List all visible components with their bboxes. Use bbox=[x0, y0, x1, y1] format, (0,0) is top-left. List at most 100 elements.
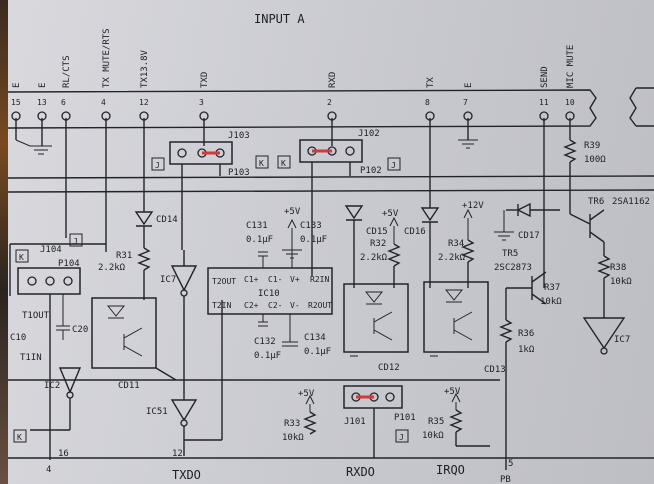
pin-number: 15 bbox=[11, 98, 21, 107]
svg-text:0.1μF: 0.1μF bbox=[254, 351, 281, 361]
svg-text:100Ω: 100Ω bbox=[584, 155, 606, 165]
resistor-r39 bbox=[563, 139, 577, 163]
svg-text:K: K bbox=[259, 159, 264, 168]
signal-label: TX MUTE/RTS bbox=[102, 28, 112, 88]
diode-cd17 bbox=[516, 202, 531, 218]
pin-number: 13 bbox=[37, 98, 47, 107]
svg-text:K: K bbox=[281, 159, 286, 168]
svg-text:T2IN: T2IN bbox=[212, 301, 231, 310]
svg-text:0.1μF: 0.1μF bbox=[300, 235, 327, 245]
buffer-ic51 bbox=[170, 399, 198, 422]
pin-number: 11 bbox=[539, 98, 549, 107]
svg-text:C2+: C2+ bbox=[244, 301, 259, 310]
svg-text:R37: R37 bbox=[544, 283, 560, 293]
svg-text:CD13: CD13 bbox=[484, 365, 506, 375]
svg-text:+12V: +12V bbox=[462, 201, 484, 211]
resistor-r31 bbox=[137, 247, 151, 271]
svg-text:CD12: CD12 bbox=[378, 363, 400, 373]
svg-text:R33: R33 bbox=[284, 419, 300, 429]
svg-text:12: 12 bbox=[172, 449, 183, 459]
ic-ic10 bbox=[207, 267, 333, 315]
pin-number: 2 bbox=[327, 98, 332, 107]
label-j102: J102 bbox=[358, 129, 380, 139]
rail-2 bbox=[7, 189, 654, 193]
svg-text:K: K bbox=[17, 433, 22, 442]
svg-text:10kΩ: 10kΩ bbox=[422, 431, 444, 441]
svg-text:V-: V- bbox=[290, 301, 300, 310]
svg-text:C132: C132 bbox=[254, 337, 276, 347]
signal-label: TX bbox=[426, 77, 436, 88]
svg-text:C10: C10 bbox=[10, 333, 26, 343]
svg-text:C1-: C1- bbox=[268, 275, 282, 284]
svg-text:CD15: CD15 bbox=[366, 227, 388, 237]
optocoupler-cd12 bbox=[343, 283, 409, 353]
label-rxdo: RXDO bbox=[346, 465, 375, 479]
svg-text:4: 4 bbox=[46, 465, 51, 475]
svg-text:TR5: TR5 bbox=[502, 249, 518, 259]
svg-text:C133: C133 bbox=[300, 221, 322, 231]
diode-cd14 bbox=[134, 211, 154, 227]
svg-text:10kΩ: 10kΩ bbox=[610, 277, 632, 287]
pin-number: 10 bbox=[565, 98, 575, 107]
jumper-j102 bbox=[299, 139, 363, 163]
svg-text:R32: R32 bbox=[370, 239, 386, 249]
svg-text:2.2kΩ: 2.2kΩ bbox=[438, 253, 466, 263]
svg-text:R2IN: R2IN bbox=[310, 275, 329, 284]
svg-text:0.1μF: 0.1μF bbox=[304, 347, 331, 357]
signal-label: RXD bbox=[328, 72, 338, 88]
jumper-j103 bbox=[169, 141, 233, 165]
svg-text:IC7: IC7 bbox=[160, 275, 176, 285]
svg-text:2SC2873: 2SC2873 bbox=[494, 263, 532, 273]
schematic-title: INPUT A bbox=[254, 12, 305, 26]
pin-number: 4 bbox=[101, 98, 106, 107]
signal-label: RL/CTS bbox=[62, 55, 72, 88]
label-txdo: TXDO bbox=[172, 468, 201, 482]
jumper-j101 bbox=[343, 385, 403, 409]
label-j103: J103 bbox=[228, 131, 250, 141]
svg-text:K: K bbox=[19, 253, 24, 262]
signal-label: TX13.8V bbox=[140, 49, 150, 88]
board-edge bbox=[0, 0, 8, 484]
svg-text:J: J bbox=[73, 237, 78, 246]
svg-text:CD14: CD14 bbox=[156, 215, 178, 225]
svg-text:TR6: TR6 bbox=[588, 197, 604, 207]
svg-text:2SA1162: 2SA1162 bbox=[612, 197, 650, 207]
svg-text:R31: R31 bbox=[116, 251, 132, 261]
pin-number: 6 bbox=[61, 98, 66, 107]
pin-number: 12 bbox=[139, 98, 149, 107]
svg-text:10kΩ: 10kΩ bbox=[540, 297, 562, 307]
svg-text:R2OUT: R2OUT bbox=[308, 301, 332, 310]
signal-label: TXD bbox=[200, 72, 210, 88]
svg-text:R35: R35 bbox=[428, 417, 444, 427]
optocoupler-cd13 bbox=[423, 281, 489, 353]
svg-text:CD16: CD16 bbox=[404, 227, 426, 237]
label-p101: P101 bbox=[394, 413, 416, 423]
signal-label: SEND bbox=[540, 66, 550, 88]
svg-text:1kΩ: 1kΩ bbox=[518, 345, 535, 355]
svg-text:R39: R39 bbox=[584, 141, 600, 151]
svg-text:C134: C134 bbox=[304, 333, 326, 343]
resistor-r34 bbox=[461, 239, 475, 263]
svg-text:2.2kΩ: 2.2kΩ bbox=[360, 253, 388, 263]
pin-number: 3 bbox=[199, 98, 204, 107]
label-j101: J101 bbox=[344, 417, 366, 427]
resistor-r36 bbox=[499, 319, 513, 343]
diode-cd16 bbox=[420, 207, 440, 223]
label-p103: P103 bbox=[228, 168, 250, 178]
svg-text:R34: R34 bbox=[448, 239, 464, 249]
svg-text:T1OUT: T1OUT bbox=[22, 311, 50, 321]
svg-text:C20: C20 bbox=[72, 325, 88, 335]
signal-label: MIC MUTE bbox=[566, 45, 576, 88]
svg-text:+5V: +5V bbox=[284, 207, 301, 217]
label-p102: P102 bbox=[360, 166, 382, 176]
svg-text:2.2kΩ: 2.2kΩ bbox=[98, 263, 126, 273]
signal-label: E bbox=[38, 83, 48, 88]
svg-text:T1IN: T1IN bbox=[20, 353, 42, 363]
transistor-tr6 bbox=[589, 209, 605, 243]
svg-text:R38: R38 bbox=[610, 263, 626, 273]
resistor-r35 bbox=[449, 409, 463, 433]
svg-text:+5V: +5V bbox=[298, 389, 315, 399]
svg-text:IC10: IC10 bbox=[258, 289, 280, 299]
